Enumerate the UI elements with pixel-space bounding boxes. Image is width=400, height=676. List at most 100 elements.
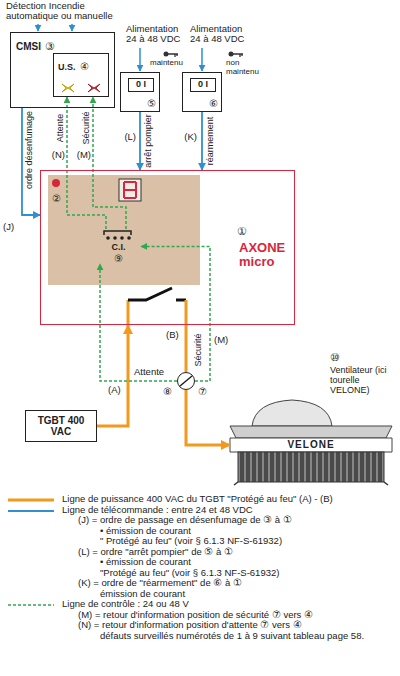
legend-row: • émission de courant	[8, 526, 394, 537]
legend-row: Ligne de contrôle : 24 ou 48 V	[8, 599, 394, 610]
legend-row: "Protégé au feu" (voir § 6.1.3 NF-S-6193…	[8, 568, 394, 579]
switch-box: 0 I ⑤	[120, 72, 160, 112]
key-label: non maintenu	[226, 59, 266, 77]
fan-turret: VELONE	[230, 400, 392, 485]
legend-text: émission de courant	[100, 589, 394, 600]
signal-label: réarmement	[206, 117, 216, 166]
connector	[139, 112, 141, 170]
supply-label: Alimentation 24 à 48 VDC	[126, 24, 186, 45]
node-text: ③	[45, 40, 55, 52]
signal-label: Attente	[134, 367, 164, 377]
connector	[141, 246, 210, 381]
legend-text: défauts surveillés numérotés de 1 à 9 su…	[100, 631, 394, 642]
connector-symbol	[104, 231, 131, 240]
axone-micro-box: ① AXONE micro ② C.I.⑨	[40, 170, 295, 325]
supply-label: Alimentation 24 à 48 VDC	[190, 24, 254, 45]
legend-text: "Protégé au feu" (voir § 6.1.3 NF-S-6193…	[100, 568, 394, 579]
legend-row: (J) = ordre de passage en désenfumage de…	[8, 515, 394, 526]
legend-line-sample	[8, 601, 54, 609]
node-text: 0 I	[128, 78, 154, 92]
legend-line	[8, 499, 54, 502]
node-text: ④	[80, 61, 89, 72]
legend-row: Ligne de puissance 400 VAC du TGBT "Prot…	[8, 494, 394, 505]
legend-text: (N) = retour d'information position d'at…	[78, 620, 394, 631]
tgbt-box: TGBT 400 VAC	[25, 410, 97, 442]
legend-text: Ligne de puissance 400 VAC du TGBT "Prot…	[62, 494, 394, 505]
cmsi-box: CMSI ③ U.S. ④	[10, 32, 115, 108]
line-name: (B)	[166, 330, 179, 340]
legend-text: " Protégé au feu" (voir § 6.1.3 NF-S-619…	[100, 536, 394, 547]
legend-text: (M) = retour d'information position de s…	[78, 610, 394, 621]
signal-label: Sécurité	[194, 333, 204, 366]
legend-text: (J) = ordre de passage en désenfumage de…	[78, 515, 394, 526]
signal-label: arrêt pompier	[144, 114, 154, 168]
switch-box: 0 I⑥	[182, 72, 222, 112]
legend-text: • émission de courant	[100, 557, 394, 568]
signal-name: (M)	[77, 150, 91, 160]
legend-row: (N) = retour d'information position d'at…	[8, 620, 394, 631]
legend-line-sample	[8, 507, 54, 515]
node-text: CMSI	[16, 41, 41, 52]
node-text: ⑨	[96, 253, 141, 264]
fan-caption: Ventilateur (ici tourelle VELONE)	[330, 366, 396, 396]
legend-line	[8, 604, 54, 606]
connector	[93, 97, 126, 229]
key-label: maintenu	[150, 59, 183, 68]
legend-row: (L) = ordre "arrêt pompier" de ⑤ à ①	[8, 547, 394, 558]
fan-illustration	[230, 400, 392, 485]
legend-row: (M) = retour d'information position de s…	[8, 610, 394, 621]
seven-segment-digit	[124, 182, 136, 198]
node-text: TGBT 400 VAC	[32, 415, 90, 437]
callout-number: ⑩	[330, 351, 340, 363]
power-switch-symbol	[128, 288, 186, 325]
signal-name: (L)	[124, 132, 136, 142]
legend-row: (K) = ordre de "réarmement" de ⑥ à ①	[8, 578, 394, 589]
key-icon	[164, 52, 179, 58]
node-text: ⑤	[147, 98, 156, 109]
connector	[67, 97, 106, 229]
signal-name: (K)	[184, 132, 197, 142]
us-box: U.S. ④	[53, 53, 109, 97]
connector	[185, 325, 188, 372]
legend-row: Ligne de télécommande : entre 24 et 48 V…	[8, 505, 394, 516]
supply-arrow	[139, 48, 141, 71]
safety-light	[88, 84, 100, 92]
connector	[100, 264, 177, 381]
connector	[201, 112, 203, 170]
legend-text: Ligne de contrôle : 24 ou 48 V	[62, 599, 394, 610]
legend-row: " Protégé au feu" (voir § 6.1.3 NF-S-619…	[8, 536, 394, 547]
waiting-light	[62, 84, 74, 92]
signal-name: (M)	[214, 335, 228, 345]
node-text: C.I.	[96, 243, 141, 253]
control-panel: ② C.I.⑨	[49, 176, 201, 286]
signal-name: (J)	[3, 222, 14, 232]
node-text: AXONE micro	[239, 241, 293, 270]
legend-row: émission de courant	[8, 589, 394, 600]
node-text: U.S.	[58, 63, 76, 73]
connector	[186, 390, 230, 445]
input-label: Détection Incendie automatique ou manuel…	[6, 1, 124, 22]
control-panel-fill	[48, 175, 200, 285]
node-text: ⑦	[198, 386, 207, 397]
node-text: 0 I	[190, 78, 216, 92]
node-text: ①	[237, 225, 247, 237]
connector	[97, 325, 128, 426]
detection-arrow	[37, 24, 39, 31]
legend-row: • émission de courant	[8, 557, 394, 568]
legend-row: défauts surveillés numérotés de 1 à 9 su…	[8, 631, 394, 642]
signal-name: (N)	[52, 150, 65, 160]
legend-line-sample	[8, 496, 54, 504]
end-switch-blade	[180, 376, 192, 386]
legend-line	[8, 510, 54, 512]
node-text: ②	[52, 193, 61, 204]
legend-text: (K) = ordre de "réarmement" de ⑥ à ①	[78, 578, 394, 589]
supply-arrow	[201, 48, 203, 71]
status-led	[52, 179, 60, 187]
connector	[22, 108, 40, 215]
signal-label: Sécurité	[82, 111, 92, 144]
digit-display	[119, 179, 141, 201]
node-text: ⑧	[163, 386, 172, 397]
legend-text: Ligne de télécommande : entre 24 et 48 V…	[62, 505, 394, 516]
end-switch: ⑦⑧	[177, 372, 195, 390]
